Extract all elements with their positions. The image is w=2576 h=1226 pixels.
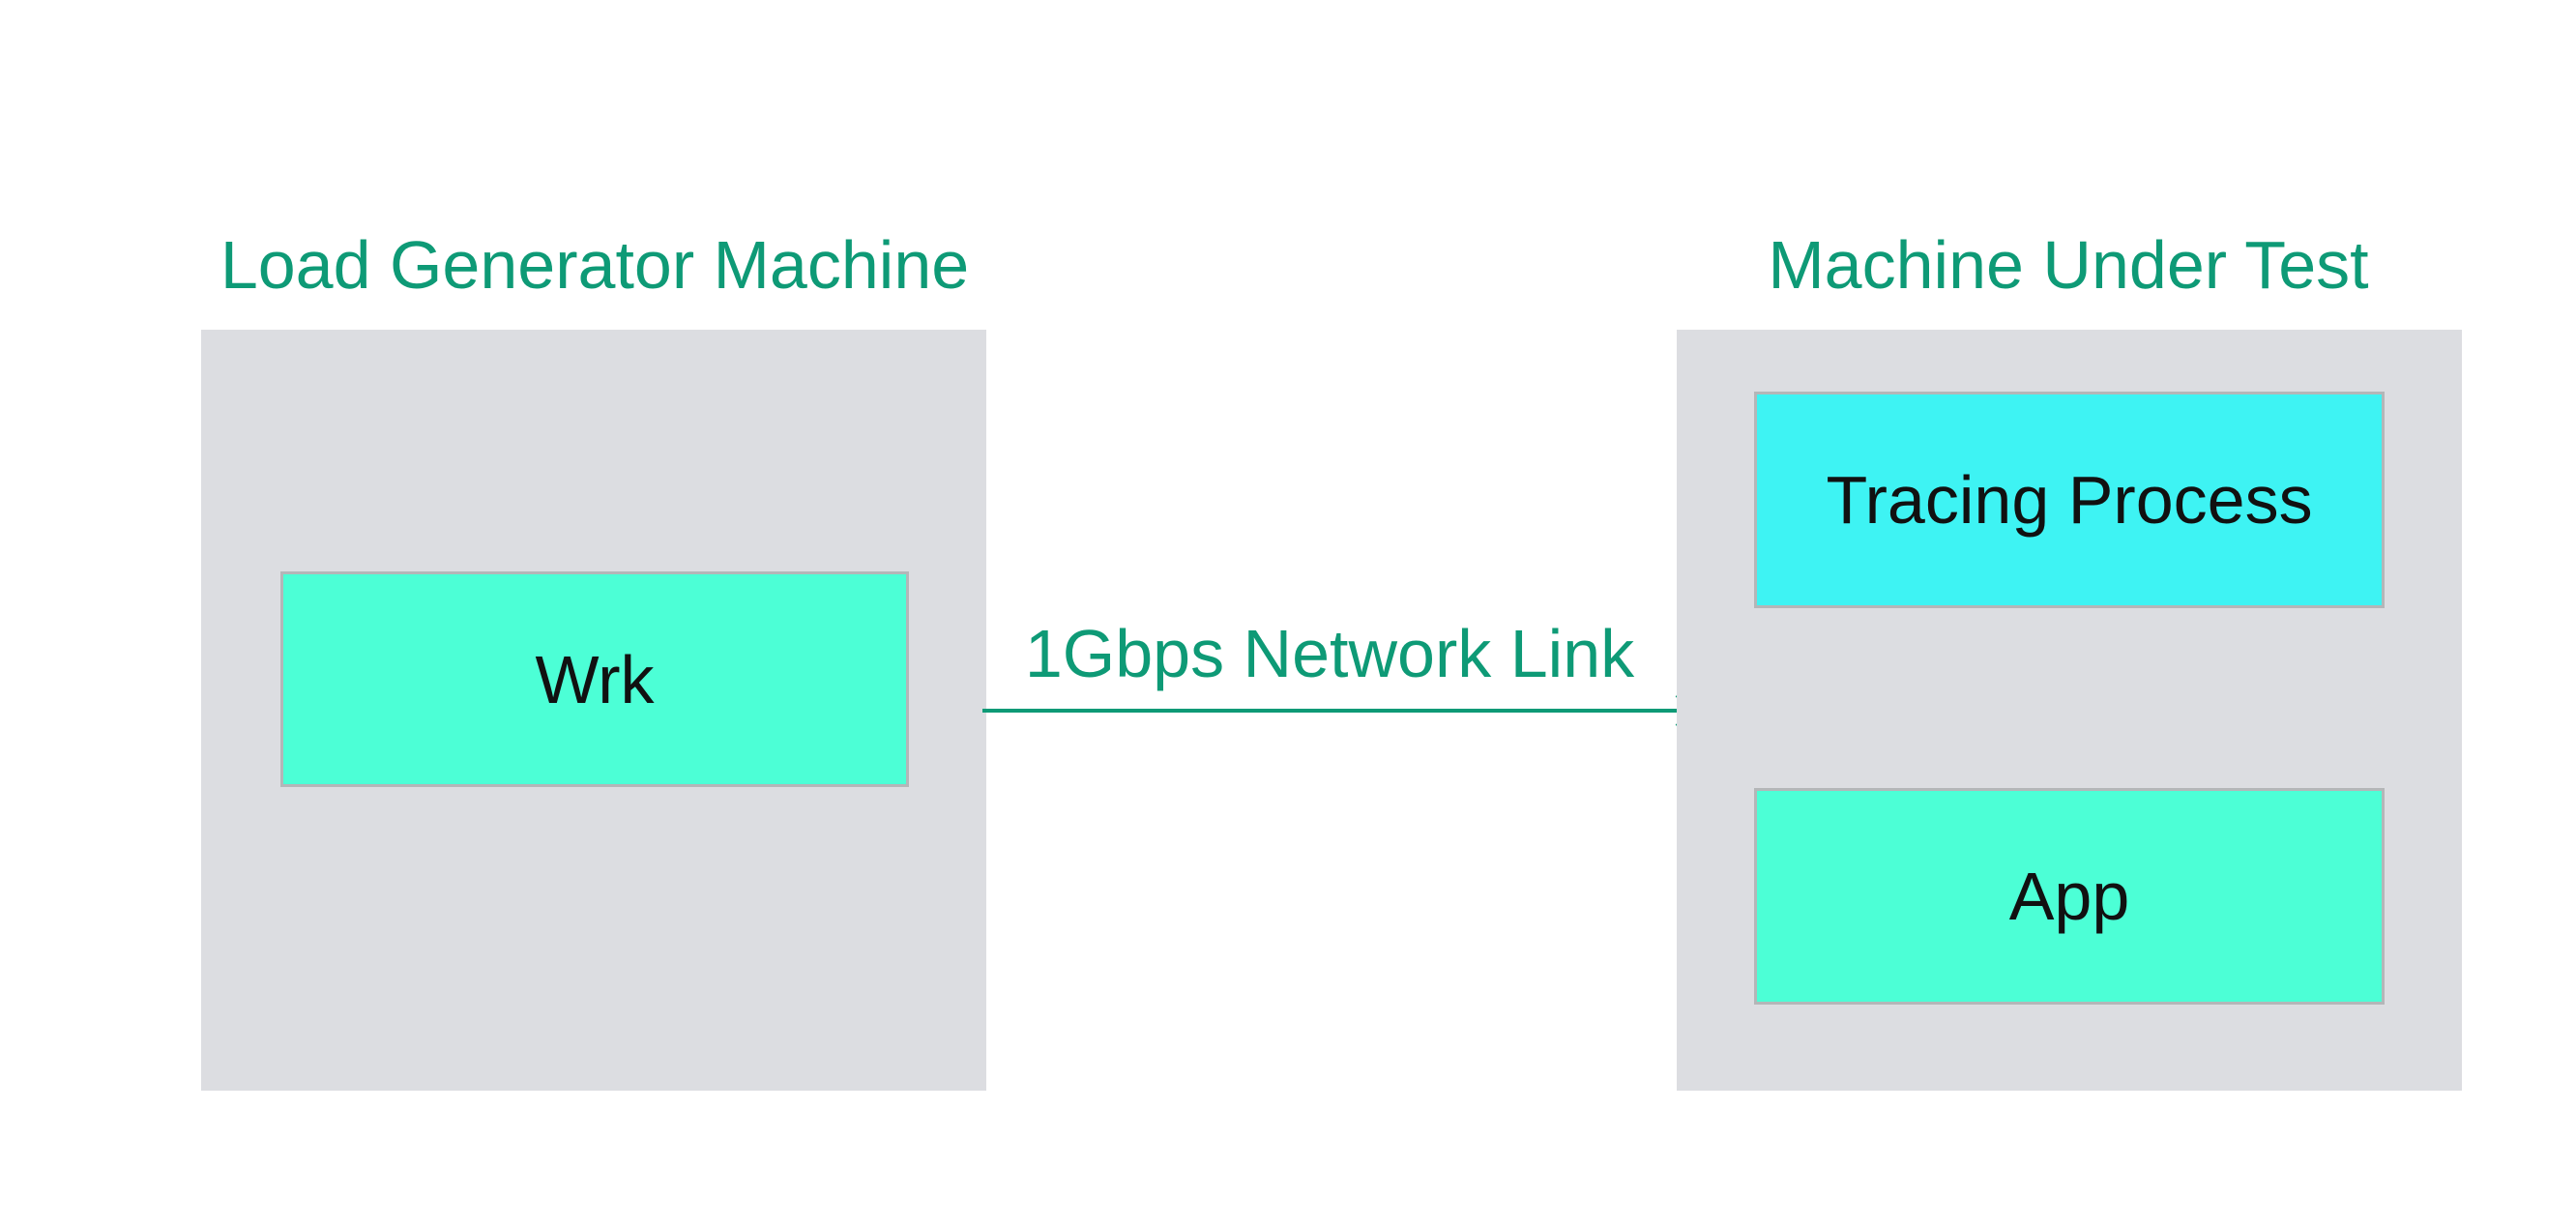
network-link-arrow [982,693,1698,728]
wrk-process-box: Wrk [280,571,909,787]
tracing-process-label: Tracing Process [1826,462,2313,538]
app-label: App [2008,859,2130,934]
load-generator-title: Load Generator Machine [220,227,970,303]
tracing-process-box: Tracing Process [1754,392,2385,608]
wrk-label: Wrk [535,641,655,717]
machine-under-test-title: Machine Under Test [1768,227,2369,303]
network-link-label: 1Gbps Network Link [1024,616,1635,691]
app-process-box: App [1754,788,2385,1005]
